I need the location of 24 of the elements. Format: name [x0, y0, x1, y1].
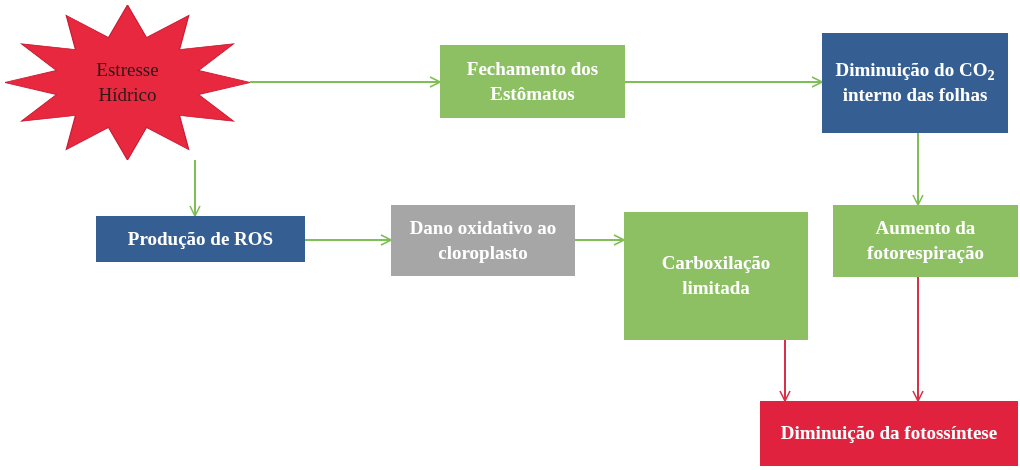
arrow — [624, 76, 823, 88]
process-box — [833, 205, 1018, 277]
arrow — [304, 234, 392, 246]
arrow — [912, 276, 924, 402]
box-text: Fechamento dos Estômatos — [465, 56, 600, 106]
arrow — [574, 234, 625, 246]
box-text: Dano oxidativo ao cloroplasto — [408, 215, 558, 265]
box-text: Estresse Hídrico — [95, 57, 160, 107]
process-box — [96, 216, 305, 262]
arrow — [779, 339, 791, 402]
process-box — [822, 33, 1008, 133]
box-text: Carboxilação limitada — [660, 251, 772, 300]
process-box — [440, 45, 625, 118]
box-text: Produção de ROS — [127, 226, 274, 251]
box-text: Diminuição do CO$_{2}$ interno das folhas — [834, 58, 996, 107]
arrow — [912, 132, 924, 206]
arrow — [189, 159, 201, 217]
box-text: Diminuição da fotossíntese — [780, 421, 998, 446]
process-box — [391, 205, 575, 276]
process-box — [624, 212, 808, 340]
process-box — [760, 401, 1018, 466]
arrow — [249, 76, 441, 88]
box-text: Aumento da fotorespiração — [866, 216, 985, 265]
starburst-shape — [5, 5, 250, 160]
